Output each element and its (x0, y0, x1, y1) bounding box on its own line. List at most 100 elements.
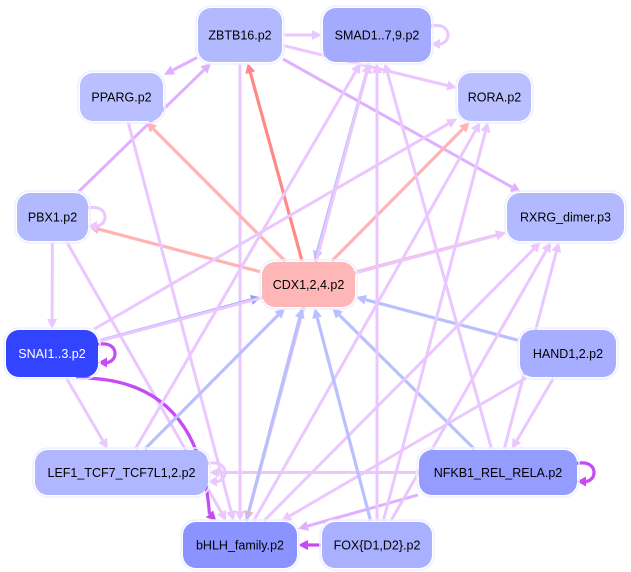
node-bhlh[interactable]: bHLH_family.p2 (180, 519, 300, 571)
node-nfkb1[interactable]: NFKB1_REL_RELA.p2 (416, 447, 580, 498)
node-rora[interactable]: RORA.p2 (455, 70, 534, 124)
edge-ZBTB16-bHLH (235, 63, 245, 521)
node-pbx1[interactable]: PBX1.p2 (14, 190, 91, 244)
edge-SNAI-LEF1 (65, 377, 108, 449)
arrowhead-icon (208, 476, 217, 487)
node-snai[interactable]: SNAI1..3.p2 (3, 327, 101, 380)
edge-FOX-bHLH (298, 540, 321, 550)
node-label: HAND1,2.p2 (533, 347, 603, 361)
arrowhead-icon (200, 63, 212, 74)
edge-LEF1-SMAD (133, 63, 361, 450)
edge-bHLH-RORA (252, 122, 481, 522)
node-lef1[interactable]: LEF1_TCF7_TCF7L1,2.p2 (32, 447, 211, 498)
arrowhead-icon (88, 221, 97, 231)
edges-layer (47, 23, 596, 550)
edge-FOX-CDX (312, 308, 373, 522)
arrowhead-icon (471, 122, 481, 134)
edge-HAND-bHLH (281, 376, 527, 521)
edge-CDX-ZBTB16 (245, 63, 304, 262)
arrowhead-icon (164, 65, 176, 75)
node-label: PPARG.p2 (91, 91, 151, 105)
arrowhead-icon (281, 511, 293, 521)
arrowhead-icon (47, 318, 58, 329)
arrowhead-icon (509, 182, 521, 192)
arrowhead-icon (274, 308, 286, 319)
edge-NFKB1-NFKB1 (576, 461, 596, 487)
node-fox[interactable]: FOX{D1,D2}.p2 (319, 519, 435, 571)
edge-HAND-NFKB1 (511, 377, 555, 449)
edge-SMAD-SMAD (430, 23, 450, 49)
arrowhead-icon (459, 122, 470, 133)
edge-FOX-RORA (381, 122, 491, 522)
arrowhead-icon (480, 122, 491, 133)
edge-PPARG-bHLH (126, 121, 236, 521)
arrowhead-icon (98, 357, 107, 368)
arrowhead-icon (298, 521, 309, 531)
node-rxrg[interactable]: RXRG_dimer.p3 (504, 190, 627, 244)
arrowhead-icon (294, 308, 305, 319)
arrowhead-icon (530, 242, 541, 253)
edge-ZBTB16-RORA (282, 44, 457, 91)
edge-NFKB1-CDX (332, 308, 476, 451)
edge-NFKB1-bHLH (298, 493, 419, 531)
node-pparg[interactable]: PPARG.p2 (77, 70, 166, 124)
edge-ZBTB16-PPARG (164, 56, 198, 75)
node-label: SMAD1..7,9.p2 (335, 29, 420, 43)
node-label: ZBTB16.p2 (208, 29, 271, 43)
edge-SNAI-SNAI (97, 342, 117, 368)
arrowhead-icon (205, 510, 217, 521)
edge-LEF1-LEF1 (207, 461, 227, 487)
node-zbtb16[interactable]: ZBTB16.p2 (195, 5, 285, 65)
arrowhead-icon (577, 476, 586, 487)
edge-NFKB1-LEF1 (209, 467, 418, 478)
arrowhead-icon (446, 80, 457, 91)
node-label: FOX{D1,D2}.p2 (334, 539, 421, 553)
node-smad[interactable]: SMAD1..7,9.p2 (320, 5, 434, 65)
edge-FOX-SMAD (372, 63, 382, 521)
arrowhead-icon (362, 63, 372, 74)
edge-PBX1-SNAI (47, 241, 58, 329)
arrowhead-icon (541, 242, 552, 254)
arrowhead-icon (332, 308, 343, 319)
arrowhead-icon (431, 39, 440, 49)
node-label: RORA.p2 (468, 91, 522, 105)
edge-PBX1-PBX1 (87, 205, 107, 231)
edge-CDX-PPARG (146, 122, 287, 263)
edge-LEF1-CDX (143, 308, 286, 451)
node-label: PBX1.p2 (28, 211, 77, 225)
arrowhead-icon (495, 230, 506, 241)
arrowhead-icon (312, 308, 323, 319)
arrowhead-icon (235, 511, 245, 521)
node-cdx[interactable]: CDX1,2,4.p2 (259, 259, 358, 310)
arrowhead-icon (209, 467, 219, 478)
node-label: CDX1,2,4.p2 (273, 278, 345, 292)
arrowhead-icon (356, 294, 367, 305)
node-label: bHLH_family.p2 (196, 539, 284, 553)
edge-CDX-RORA (330, 122, 470, 263)
arrowhead-icon (445, 118, 457, 129)
node-label: SNAI1..3.p2 (18, 347, 85, 361)
arrowhead-icon (551, 242, 562, 253)
edge-SNAI-RORA (93, 118, 457, 331)
arrowhead-icon (372, 63, 382, 73)
arrowhead-icon (312, 30, 322, 40)
arrowhead-icon (245, 63, 256, 74)
edge-HAND-CDX (356, 294, 520, 343)
node-label: RXRG_dimer.p3 (520, 211, 611, 225)
edge-ZBTB16-SMAD (283, 30, 322, 40)
arrowhead-icon (298, 540, 308, 550)
arrowhead-icon (511, 437, 522, 449)
edge-PBX1-ZBTB16 (77, 63, 212, 194)
edge-ZBTB16-RXRG (282, 57, 521, 192)
arrowhead-icon (226, 510, 236, 521)
arrowhead-icon (98, 437, 108, 449)
node-label: LEF1_TCF7_TCF7L1,2.p2 (48, 466, 196, 480)
node-hand[interactable]: HAND1,2.p2 (517, 327, 619, 380)
edge-NFKB1-SMAD (382, 63, 493, 450)
edge-bHLH-RXRG (262, 242, 541, 523)
node-label: NFKB1_REL_RELA.p2 (434, 466, 563, 480)
arrowhead-icon (382, 63, 393, 74)
